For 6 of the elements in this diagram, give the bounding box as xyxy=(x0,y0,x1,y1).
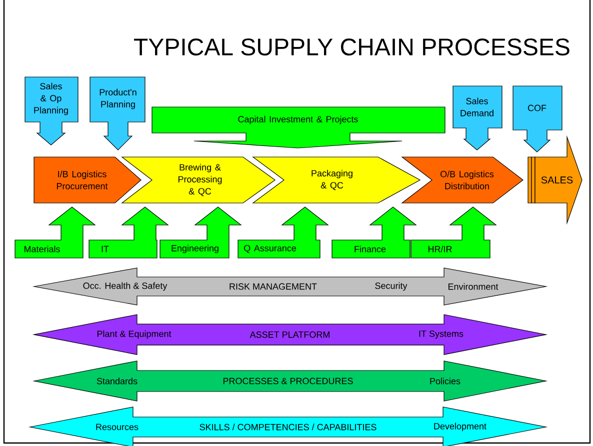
process-stage: O/B Logistics Distribution xyxy=(401,156,524,204)
sales-stage: SALES xyxy=(528,135,582,225)
process-stage: Packaging & QC xyxy=(252,156,421,204)
title: TYPICAL SUPPLY CHAIN PROCESSES xyxy=(134,38,570,56)
process-stage: I/B Logistics Procurement xyxy=(34,156,142,204)
process-stage: Brewing & Processing & QC xyxy=(121,156,276,204)
